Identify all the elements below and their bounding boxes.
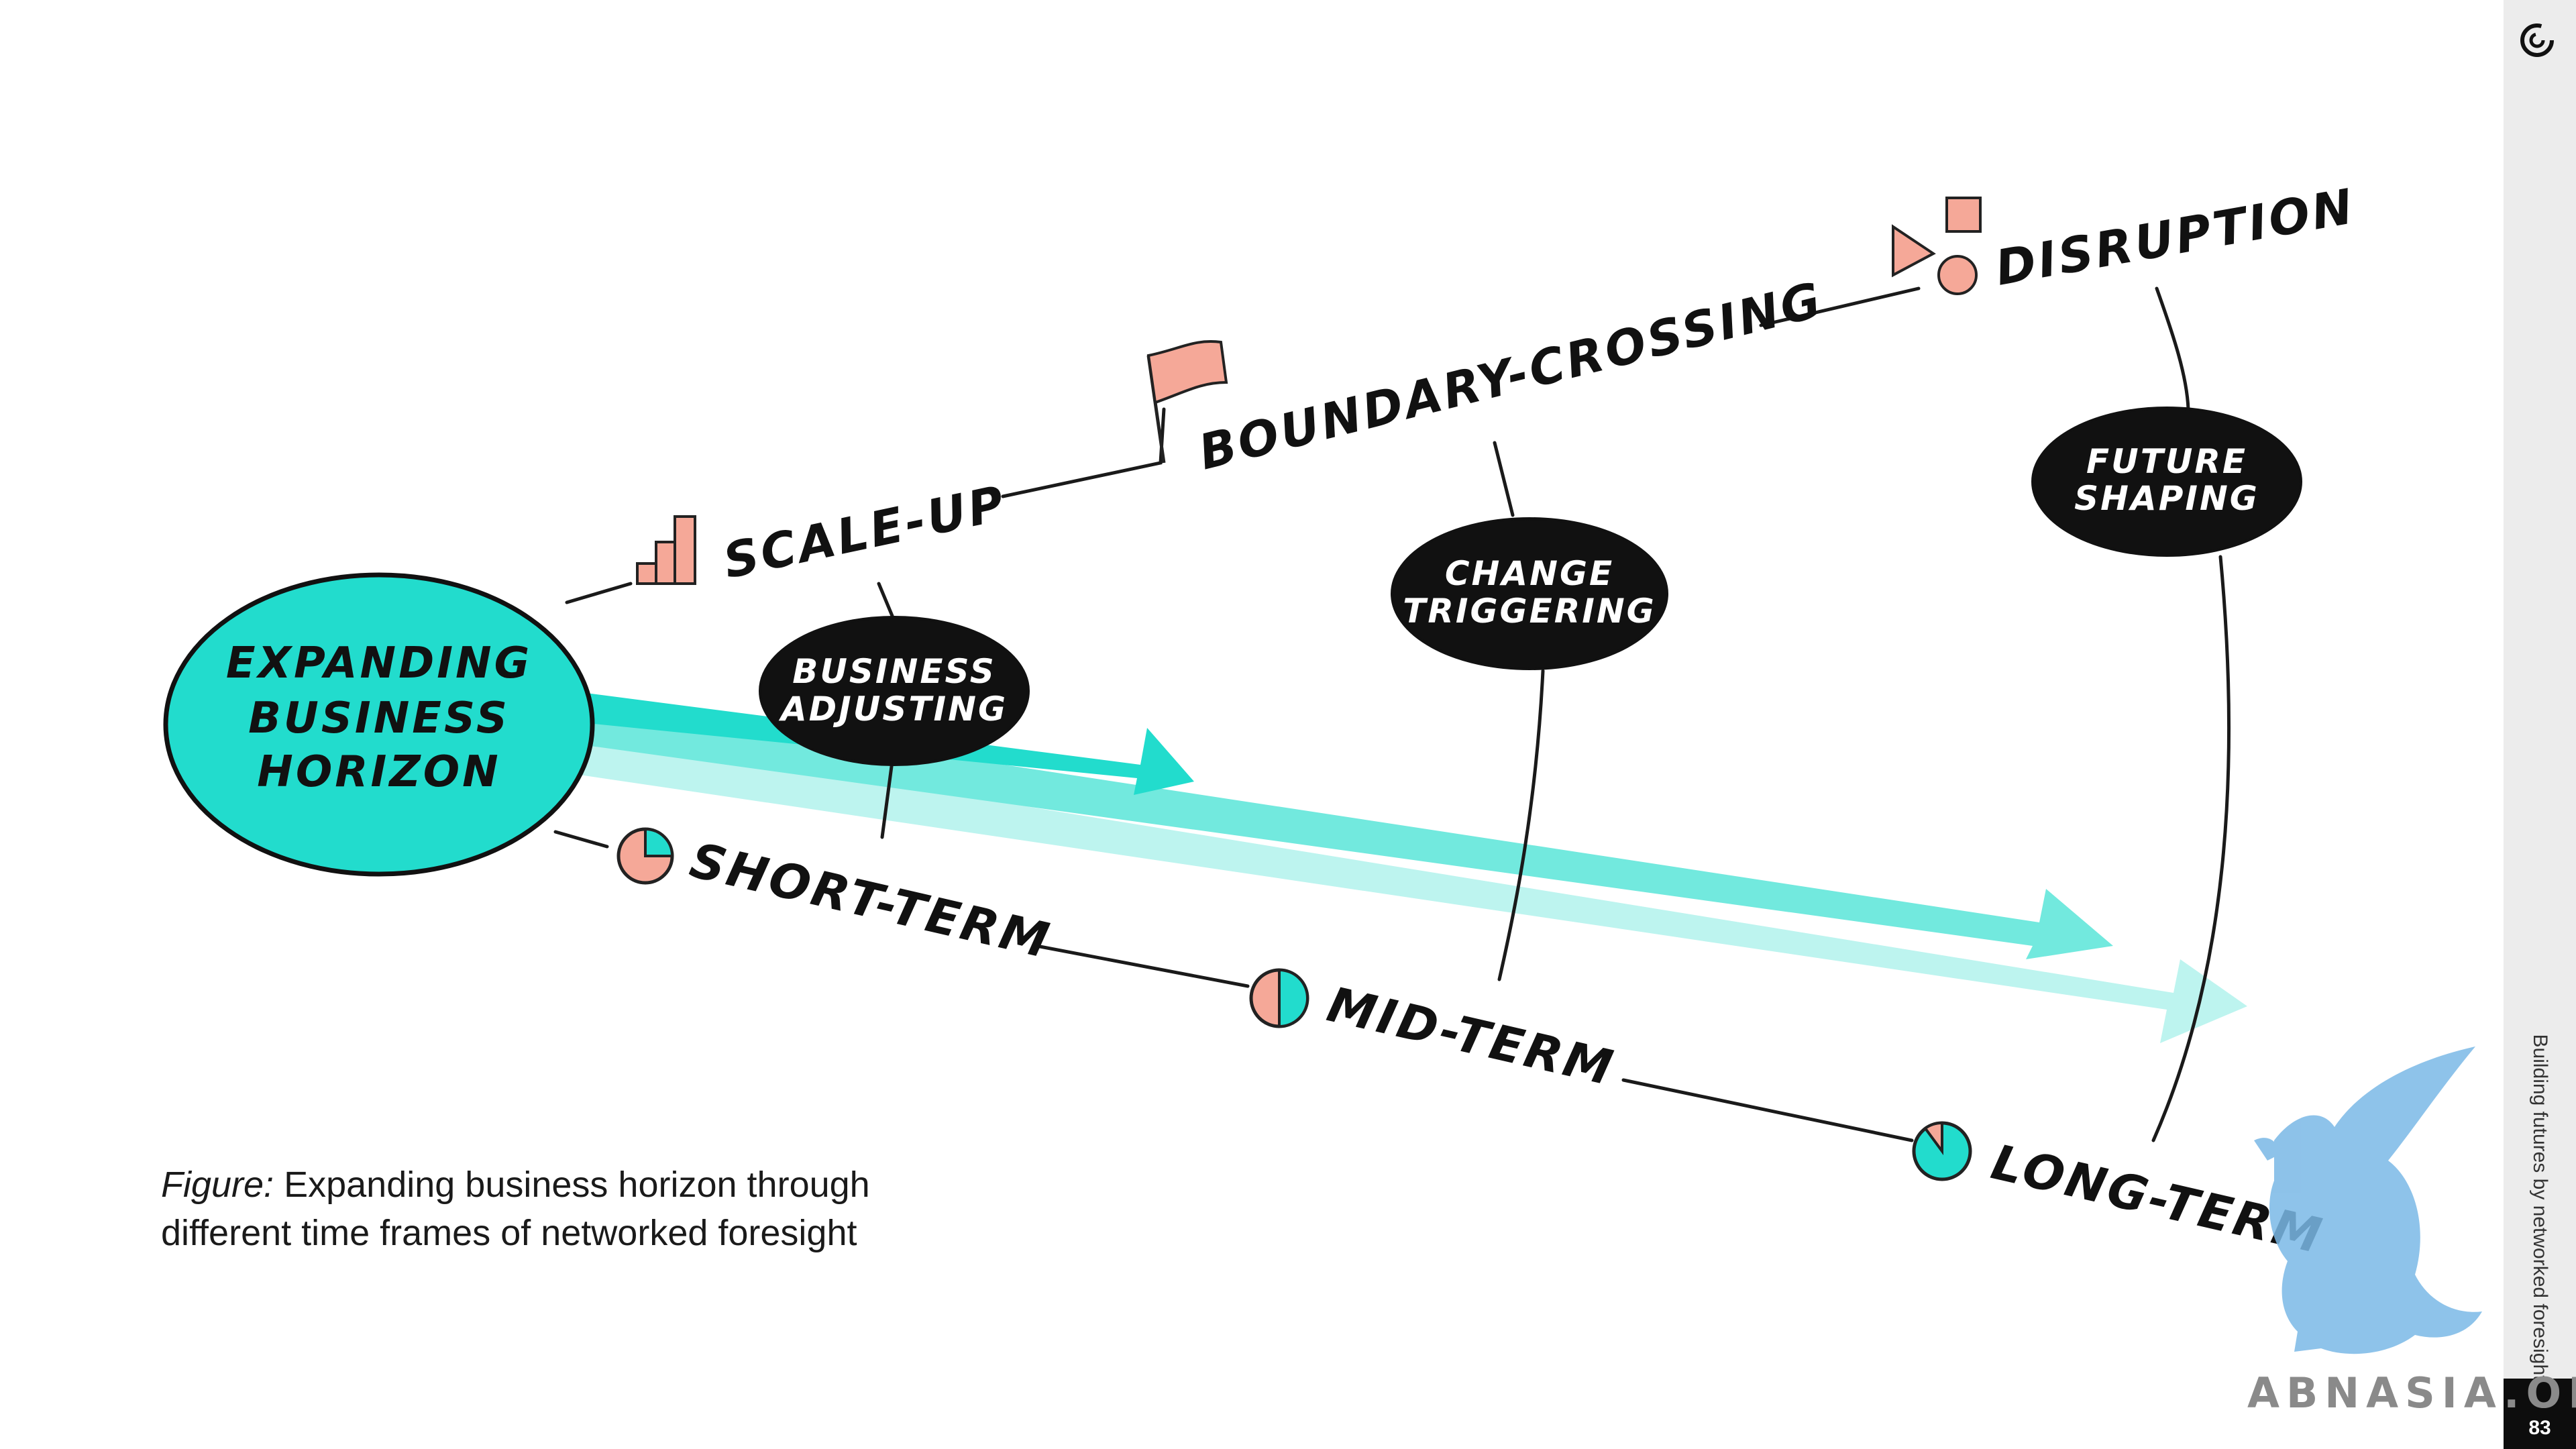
flag-icon (1146, 340, 1228, 464)
future-shaping-bubble: FUTURE SHAPING (2031, 407, 2302, 557)
center-label-line2: BUSINESS (248, 694, 510, 743)
caption-prefix: Figure: (161, 1165, 274, 1205)
svg-text:SHAPING: SHAPING (2074, 479, 2259, 518)
scale-up-label: SCALE-UP (718, 474, 1012, 589)
mid-term-pie-icon (1249, 968, 1309, 1028)
figure-caption: Figure: Expanding business horizon throu… (161, 1161, 870, 1257)
center-node: EXPANDING BUSINESS HORIZON (163, 572, 595, 877)
business-adjusting-bubble: BUSINESS ADJUSTING (759, 616, 1030, 766)
short-term-label: SHORT-TERM (685, 832, 1057, 969)
svg-text:FUTURE: FUTURE (2086, 442, 2247, 481)
caption-line1: Expanding business horizon through (284, 1165, 870, 1205)
arrow-light (557, 731, 2247, 1043)
watermark-griffin-icon (2254, 1046, 2482, 1354)
shapes-icon (1892, 197, 1982, 295)
caption-line2: different time frames of networked fores… (161, 1213, 857, 1253)
bar-chart-icon (636, 515, 696, 585)
sidebar-title: Building futures by networked foresight (2529, 1034, 2551, 1381)
disruption-label: DISRUPTION (1991, 178, 2359, 297)
brand-logo-icon (2520, 23, 2554, 57)
arrow-medium (557, 698, 2113, 959)
long-term-pie-icon (1912, 1121, 1972, 1181)
connector-lines (553, 286, 2231, 1142)
center-label-line3: HORIZON (257, 747, 500, 797)
center-ellipse (163, 572, 595, 877)
boundary-crossing-label: BOUNDARY-CROSSING (1193, 271, 1829, 481)
svg-text:TRIGGERING: TRIGGERING (1403, 592, 1656, 631)
change-triggering-bubble: CHANGE TRIGGERING (1391, 517, 1668, 670)
watermark-text: ABNASIA.ORG (2247, 1368, 2576, 1417)
svg-text:ADJUSTING: ADJUSTING (778, 690, 1008, 729)
sidebar (2504, 0, 2576, 1449)
mid-term-label: MID-TERM (1322, 976, 1620, 1097)
svg-text:BUSINESS: BUSINESS (792, 652, 996, 691)
page-number: 83 (2504, 1379, 2576, 1449)
center-label-line1: EXPANDING (226, 639, 532, 688)
short-term-pie-icon (616, 827, 674, 885)
svg-text:CHANGE: CHANGE (1445, 554, 1614, 593)
